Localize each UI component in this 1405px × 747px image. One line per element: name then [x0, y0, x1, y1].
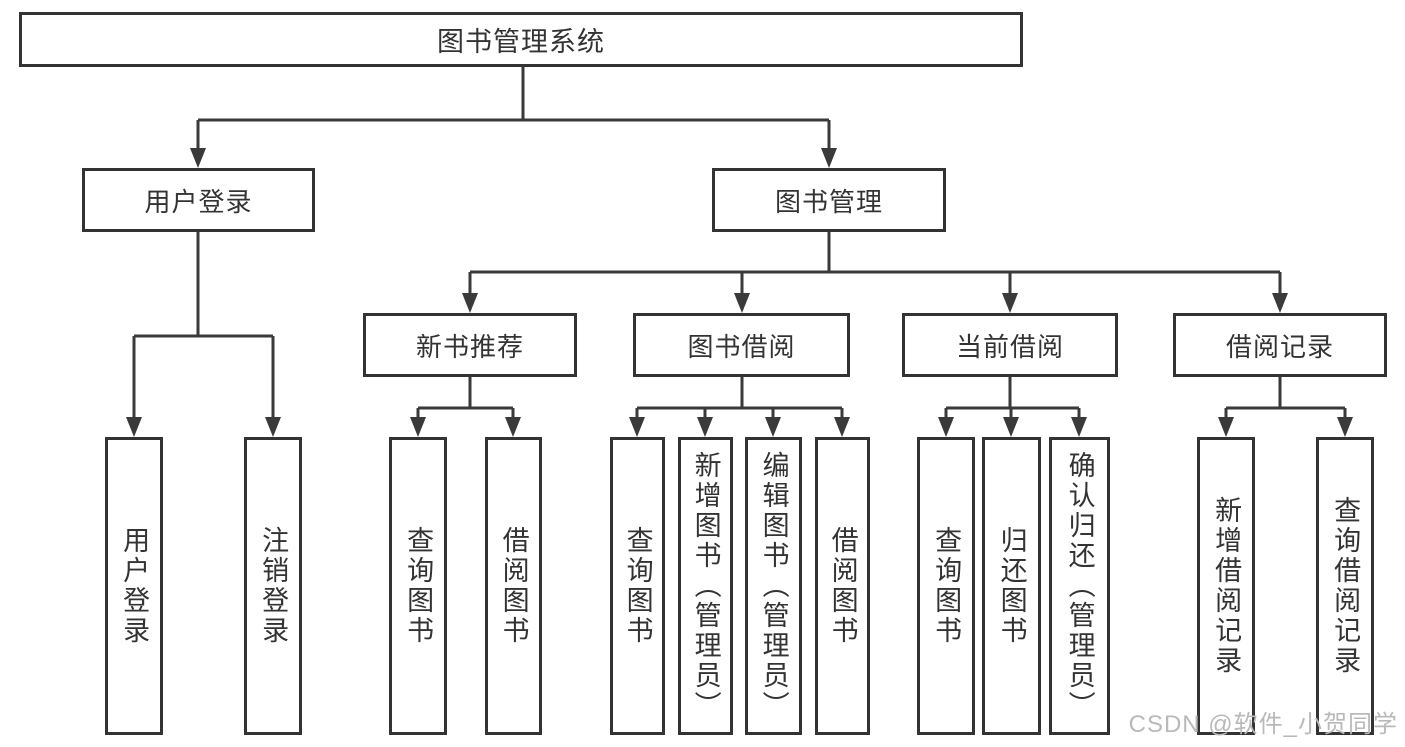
- leaf-user-login: 用户登录: [105, 437, 163, 735]
- leaf-query-books-recommend-label: 查询图书: [403, 526, 434, 646]
- leaf-add-borrow-record-label: 新增借阅记录: [1211, 496, 1242, 676]
- leaf-return-book-label: 归还图书: [996, 526, 1027, 646]
- leaf-logout-label: 注销登录: [258, 526, 289, 646]
- leaf-query-books-borrowing: 查询图书: [610, 437, 665, 735]
- leaf-query-books-current-label: 查询图书: [931, 526, 962, 646]
- leaf-borrow-books-recommend: 借阅图书: [485, 437, 542, 735]
- leaf-borrow-books-borrowing: 借阅图书: [815, 437, 870, 735]
- leaf-query-borrow-record-label: 查询借阅记录: [1330, 496, 1361, 676]
- node-new-book-recommendation: 新书推荐: [363, 313, 577, 377]
- node-current-borrowing: 当前借阅: [902, 313, 1118, 377]
- leaf-return-book: 归还图书: [982, 437, 1041, 735]
- leaf-add-borrow-record: 新增借阅记录: [1197, 437, 1255, 735]
- leaf-query-borrow-record: 查询借阅记录: [1316, 437, 1374, 735]
- node-user-login: 用户登录: [82, 168, 315, 232]
- node-book-management: 图书管理: [712, 168, 946, 232]
- connector-lines: [132, 67, 1347, 419]
- leaf-query-books-current: 查询图书: [917, 437, 975, 735]
- csdn-watermark: CSDN @软件_小贺同学: [1128, 711, 1398, 738]
- leaf-confirm-return-admin-label: 确认归还（管理员）: [1064, 451, 1095, 721]
- leaf-query-books-borrowing-label: 查询图书: [622, 526, 653, 646]
- leaf-logout: 注销登录: [244, 437, 302, 735]
- leaf-add-book-admin: 新增图书（管理员）: [678, 437, 733, 735]
- node-borrowing-records: 借阅记录: [1173, 313, 1387, 377]
- node-book-borrowing: 图书借阅: [633, 313, 850, 377]
- leaf-edit-book-admin: 编辑图书（管理员）: [745, 437, 802, 735]
- node-root: 图书管理系统: [19, 12, 1023, 67]
- arrowheads: [126, 148, 1353, 437]
- leaf-user-login-label: 用户登录: [119, 526, 150, 646]
- leaf-borrow-books-borrowing-label: 借阅图书: [827, 526, 858, 646]
- leaf-add-book-admin-label: 新增图书（管理员）: [690, 451, 721, 721]
- leaf-confirm-return-admin: 确认归还（管理员）: [1049, 437, 1110, 735]
- leaf-edit-book-admin-label: 编辑图书（管理员）: [758, 451, 789, 721]
- leaf-borrow-books-recommend-label: 借阅图书: [498, 526, 529, 646]
- leaf-query-books-recommend: 查询图书: [389, 437, 447, 735]
